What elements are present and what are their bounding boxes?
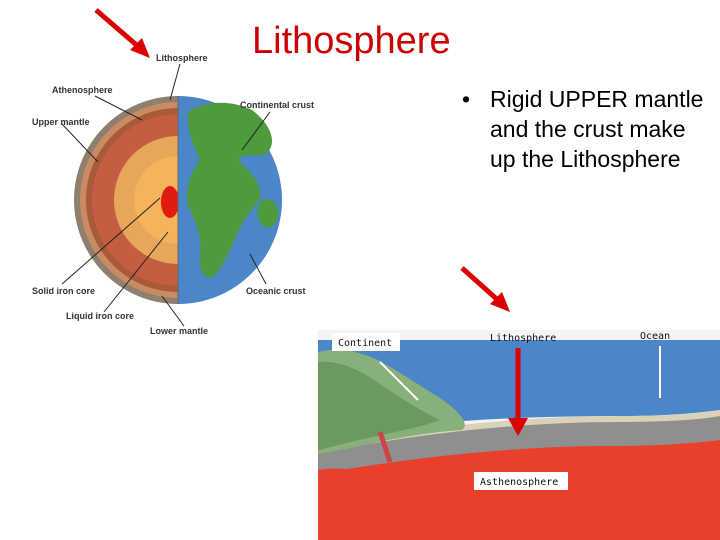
label-continent: Continent	[338, 338, 392, 349]
label-xs-lithosphere: Lithosphere	[490, 333, 556, 344]
label-ocean: Ocean	[640, 331, 670, 342]
label-solid-iron-core: Solid iron core	[32, 286, 95, 296]
label-upper-mantle: Upper mantle	[32, 117, 90, 127]
label-asthenosphere: Asthenosphere	[480, 477, 558, 488]
arrow-top-icon	[96, 10, 150, 58]
arrow-diagonal-icon	[462, 268, 510, 312]
label-continental-crust: Continental crust	[240, 100, 314, 110]
label-athenosphere: Athenosphere	[52, 85, 113, 95]
label-oceanic-crust: Oceanic crust	[246, 286, 306, 296]
label-lower-mantle: Lower mantle	[150, 326, 208, 336]
label-liquid-iron-core: Liquid iron core	[66, 311, 134, 321]
label-lithosphere: Lithosphere	[156, 53, 208, 63]
